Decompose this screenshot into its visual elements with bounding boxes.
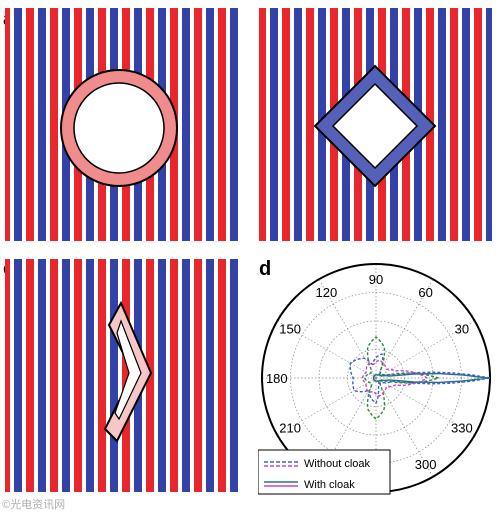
legend-label-with-cloak: With cloak — [304, 479, 355, 491]
polar-angle-label-300: 300 — [415, 457, 437, 472]
polar-angle-label-150: 150 — [279, 321, 301, 336]
polar-angle-label-90: 90 — [369, 272, 383, 287]
polar-plot: 90 60 30 330 300 210 180 150 120 Without cloak W… — [258, 263, 491, 495]
polar-grid-spoke-330 — [375, 377, 475, 436]
polar-grid-spoke-150 — [277, 320, 377, 379]
circular-cloak-interior — [73, 82, 165, 174]
legend-label-without-cloak: Without cloak — [304, 458, 371, 470]
wave-field-panel-a — [5, 8, 238, 241]
chevron-cloak-shell — [103, 300, 153, 443]
polar-series-1 — [363, 336, 439, 420]
polar-angle-label-210: 210 — [279, 421, 301, 436]
polar-angle-label-180: 180 — [266, 371, 288, 386]
wave-field-panel-c — [5, 259, 238, 492]
watermark-text: ©光电资讯网 — [2, 499, 66, 511]
polar-angle-label-330: 330 — [451, 421, 473, 436]
wave-svg-a — [5, 8, 238, 241]
wave-svg-b — [259, 8, 492, 241]
polar-grid-spoke-60 — [375, 279, 434, 379]
wave-field-panel-b — [259, 8, 492, 241]
polar-angle-label-30: 30 — [455, 321, 469, 336]
polar-series-2 — [361, 359, 428, 397]
polar-legend: Without cloak With cloak — [258, 449, 391, 495]
wave-svg-c — [5, 259, 238, 492]
wave-background-c — [5, 259, 238, 492]
chevron-cloak-interior — [114, 319, 142, 421]
polar-grid-spoke-30 — [375, 320, 475, 379]
polar-series — [349, 336, 491, 420]
panel-label-d: d — [259, 258, 272, 280]
polar-grid-spoke-210 — [277, 377, 377, 436]
polar-series-0 — [349, 353, 491, 405]
polar-angle-labels: 90 60 30 330 300 210 180 150 120 — [266, 272, 473, 472]
polar-grid-spoke-120 — [318, 279, 377, 379]
polar-angle-label-60: 60 — [418, 285, 432, 300]
polar-angle-label-120: 120 — [316, 285, 338, 300]
polar-grid-spoke-300 — [375, 377, 434, 477]
polar-series-3 — [373, 372, 488, 384]
diamond-cloak-interior — [331, 82, 419, 170]
